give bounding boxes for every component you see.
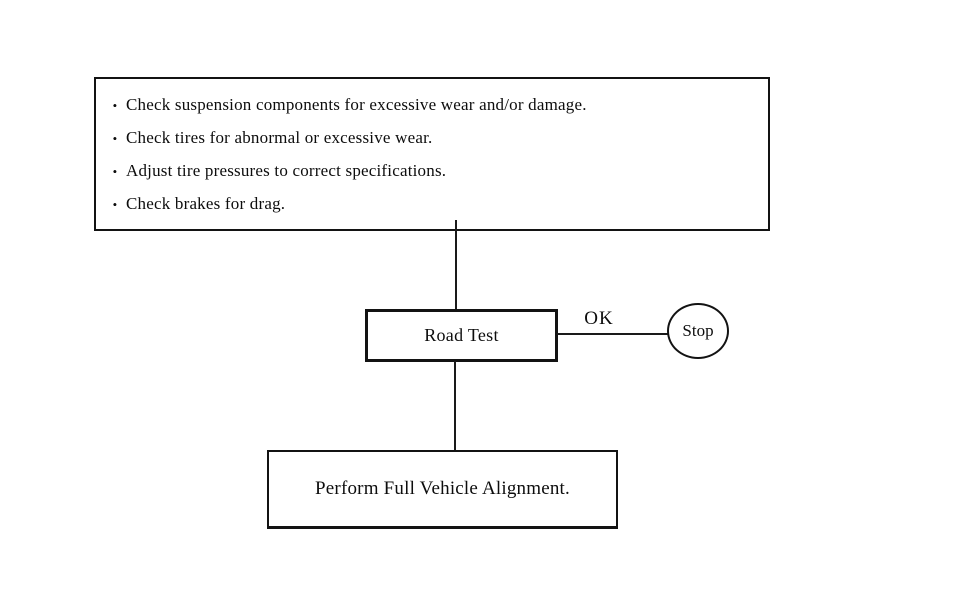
- checklist-item-text: Check brakes for drag.: [126, 194, 286, 213]
- bullet-icon: •: [112, 197, 118, 212]
- bullet-icon: •: [112, 164, 118, 179]
- checklist-item: • Adjust tire pressures to correct speci…: [96, 154, 768, 187]
- alignment-label: Perform Full Vehicle Alignment.: [315, 478, 570, 499]
- road-test-box: Road Test: [365, 309, 558, 362]
- checklist-item: • Check suspension components for excess…: [96, 88, 768, 121]
- connector-roadtest-to-stop: [557, 333, 668, 335]
- checklist-item-text: Check suspension components for excessiv…: [126, 95, 587, 114]
- connector-checklist-to-roadtest: [455, 220, 457, 309]
- checklist-item-text: Check tires for abnormal or excessive we…: [126, 128, 433, 147]
- checklist-item-text: Adjust tire pressures to correct specifi…: [126, 161, 447, 180]
- checklist-item: • Check brakes for drag.: [96, 187, 768, 220]
- stop-label: Stop: [682, 321, 714, 340]
- ok-edge-label: OK: [584, 308, 614, 329]
- bullet-icon: •: [112, 98, 118, 113]
- checklist-item: • Check tires for abnormal or excessive …: [96, 121, 768, 154]
- connector-roadtest-to-alignment: [454, 361, 456, 450]
- bullet-icon: •: [112, 131, 118, 146]
- stop-node: Stop: [667, 303, 729, 359]
- alignment-box: Perform Full Vehicle Alignment.: [267, 450, 618, 529]
- road-test-label: Road Test: [424, 325, 499, 345]
- checklist-box: • Check suspension components for excess…: [94, 77, 770, 231]
